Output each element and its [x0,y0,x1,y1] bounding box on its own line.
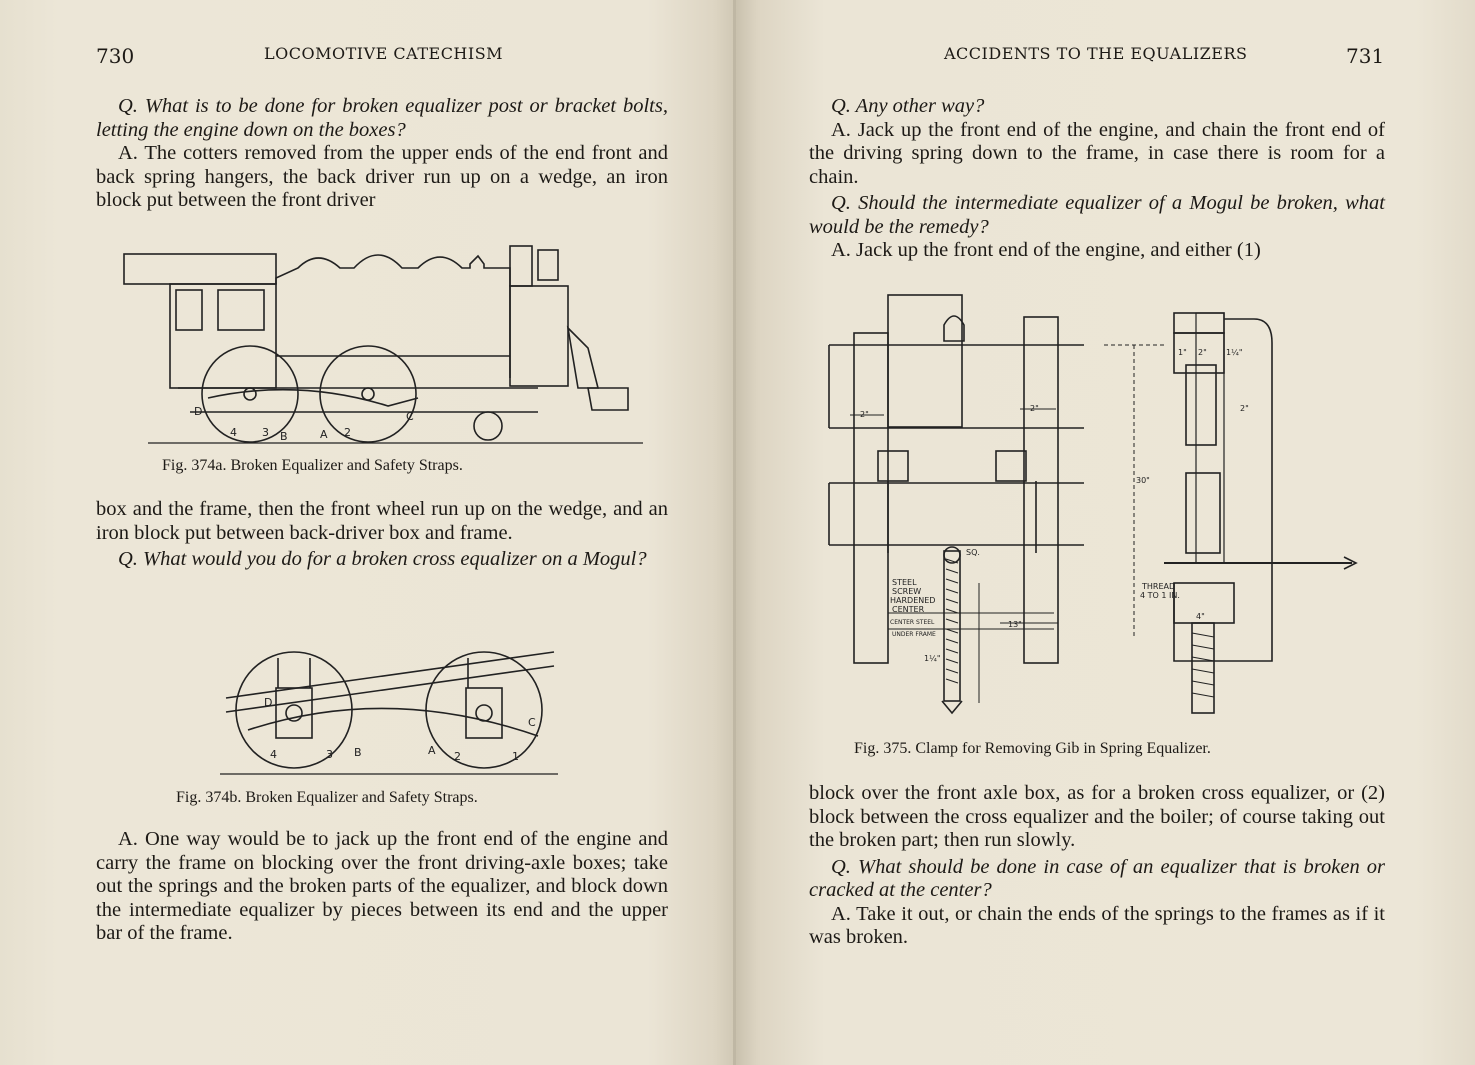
answer: A. Take it out, or chain the ends of the… [809,902,1385,949]
continuation: box and the frame, then the front wheel … [96,498,668,544]
label-4: 4 [230,426,237,439]
right-page: ACCIDENTS TO THE EQUALIZERS 731 Q. Any o… [736,0,1475,1065]
label-D: D [194,405,202,418]
dim-1-25-top: 1¼" [1226,348,1243,357]
dim-30: 30" [1136,476,1150,485]
figure-caption-375: Fig. 375. Clamp for Removing Gib in Spri… [854,740,1211,757]
label-3: 3 [326,748,333,761]
dim-2-top: 2" [1198,348,1207,357]
left-page: 730 LOCOMOTIVE CATECHISM Q. What is to b… [0,0,736,1065]
running-head: LOCOMOTIVE CATECHISM [264,44,504,63]
steel-screw-line3: HARDENED [890,596,935,605]
locomotive-drawing: D 4 3 B A 2 C [123,245,643,444]
dim-1: 1" [1178,348,1187,357]
question: Q. Any other way? [831,95,985,117]
label-B: B [354,746,362,759]
dim-2-left: 2" [860,410,869,419]
label-D: D [264,696,272,709]
question: Q. What should be done in case of an equ… [809,855,1385,902]
figure-caption-374a: Fig. 374a. Broken Equalizer and Safety S… [162,457,463,474]
steel-screw-line1: STEEL [892,578,917,587]
label-C: C [528,716,536,729]
dim-2-mid: 2" [1030,404,1039,413]
text-block-3: A. One way would be to jack up the front… [96,828,668,946]
label-B: B [280,430,288,443]
steel-screw-line2: SCREW [892,587,921,596]
label-A: A [428,744,436,757]
label-C: C [406,410,414,423]
answer: A. The cotters removed from the upper en… [96,142,668,211]
dim-13: 13" [1008,620,1022,629]
thread-line1: THREAD [1141,582,1175,591]
clamp-drawing: 2" 2" SQ. STEEL SCREW HARDENED CENTER CE… [828,294,1358,715]
under-frame: UNDER FRAME [892,631,936,638]
equalizer-drawing: D 4 3 B A 2 1 C [220,651,558,775]
dim-1-25: 1¼" [924,654,941,663]
figure-caption-374b: Fig. 374b. Broken Equalizer and Safety S… [176,789,478,806]
text-block-2: box and the frame, then the front wheel … [96,498,668,572]
figure-374b: D 4 3 B A 2 1 C [218,638,560,780]
dim-sq: SQ. [966,548,980,557]
figure-375: 2" 2" SQ. STEEL SCREW HARDENED CENTER CE… [824,283,1364,728]
text-block-1: Q. Any other way? A. Jack up the front e… [809,95,1385,263]
figure-374a: D 4 3 B A 2 C [118,238,648,450]
dim-4: 4" [1196,612,1205,621]
page-number: 731 [1346,44,1385,68]
question: Q. Should the intermediate equalizer of … [809,192,1385,238]
continuation: block over the front axle box, as for a … [809,782,1385,851]
label-1: 1 [512,750,519,763]
steel-screw-line4: CENTER [892,605,925,614]
text-block-2: block over the front axle box, as for a … [809,782,1385,950]
label-2: 2 [344,426,351,439]
thread-line2: 4 TO 1 IN. [1140,591,1180,600]
running-head: ACCIDENTS TO THE EQUALIZERS [944,44,1248,63]
page-number: 730 [96,44,135,68]
text-block-1: Q. What is to be done for broken equaliz… [96,95,668,213]
question: Q. What would you do for a broken cross … [118,548,647,570]
answer: A. One way would be to jack up the front… [96,828,668,944]
label-2: 2 [454,750,461,763]
dim-2-right: 2" [1240,404,1249,413]
answer: A. Jack up the front end of the engine, … [809,118,1385,188]
label-3: 3 [262,426,269,439]
question: Q. What is to be done for broken equaliz… [96,95,668,141]
label-A: A [320,428,328,441]
center-steel: CENTER STEEL [890,619,935,626]
label-4: 4 [270,748,277,761]
answer: A. Jack up the front end of the engine, … [831,239,1261,261]
